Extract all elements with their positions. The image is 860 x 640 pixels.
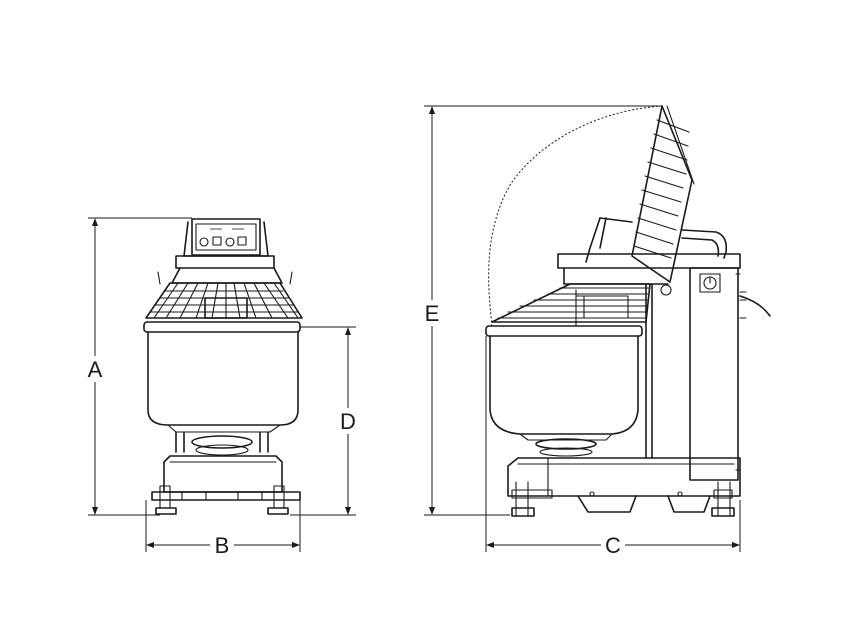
dimension-a: A [84, 217, 192, 516]
side-view: E C [420, 105, 771, 558]
front-bowl-guard [145, 271, 303, 319]
dimension-b: B [145, 500, 301, 558]
dimension-label-a: A [88, 357, 103, 382]
side-closed-guard [491, 283, 651, 327]
dimension-label-d: D [340, 409, 356, 434]
dimension-label-e: E [425, 301, 440, 326]
dimension-e: E [420, 105, 662, 516]
guard-swing-arc [488, 105, 663, 329]
front-bowl [143, 321, 301, 433]
side-open-guard [631, 105, 695, 283]
dimension-c: C [485, 336, 741, 558]
front-base [151, 455, 301, 515]
side-base [507, 457, 741, 517]
dimension-d: D [290, 326, 360, 516]
side-bowl [485, 325, 643, 457]
front-control-box [191, 218, 261, 256]
front-view: A D B [84, 217, 360, 558]
dimension-label-c: C [605, 533, 621, 558]
dimension-label-b: B [215, 533, 230, 558]
